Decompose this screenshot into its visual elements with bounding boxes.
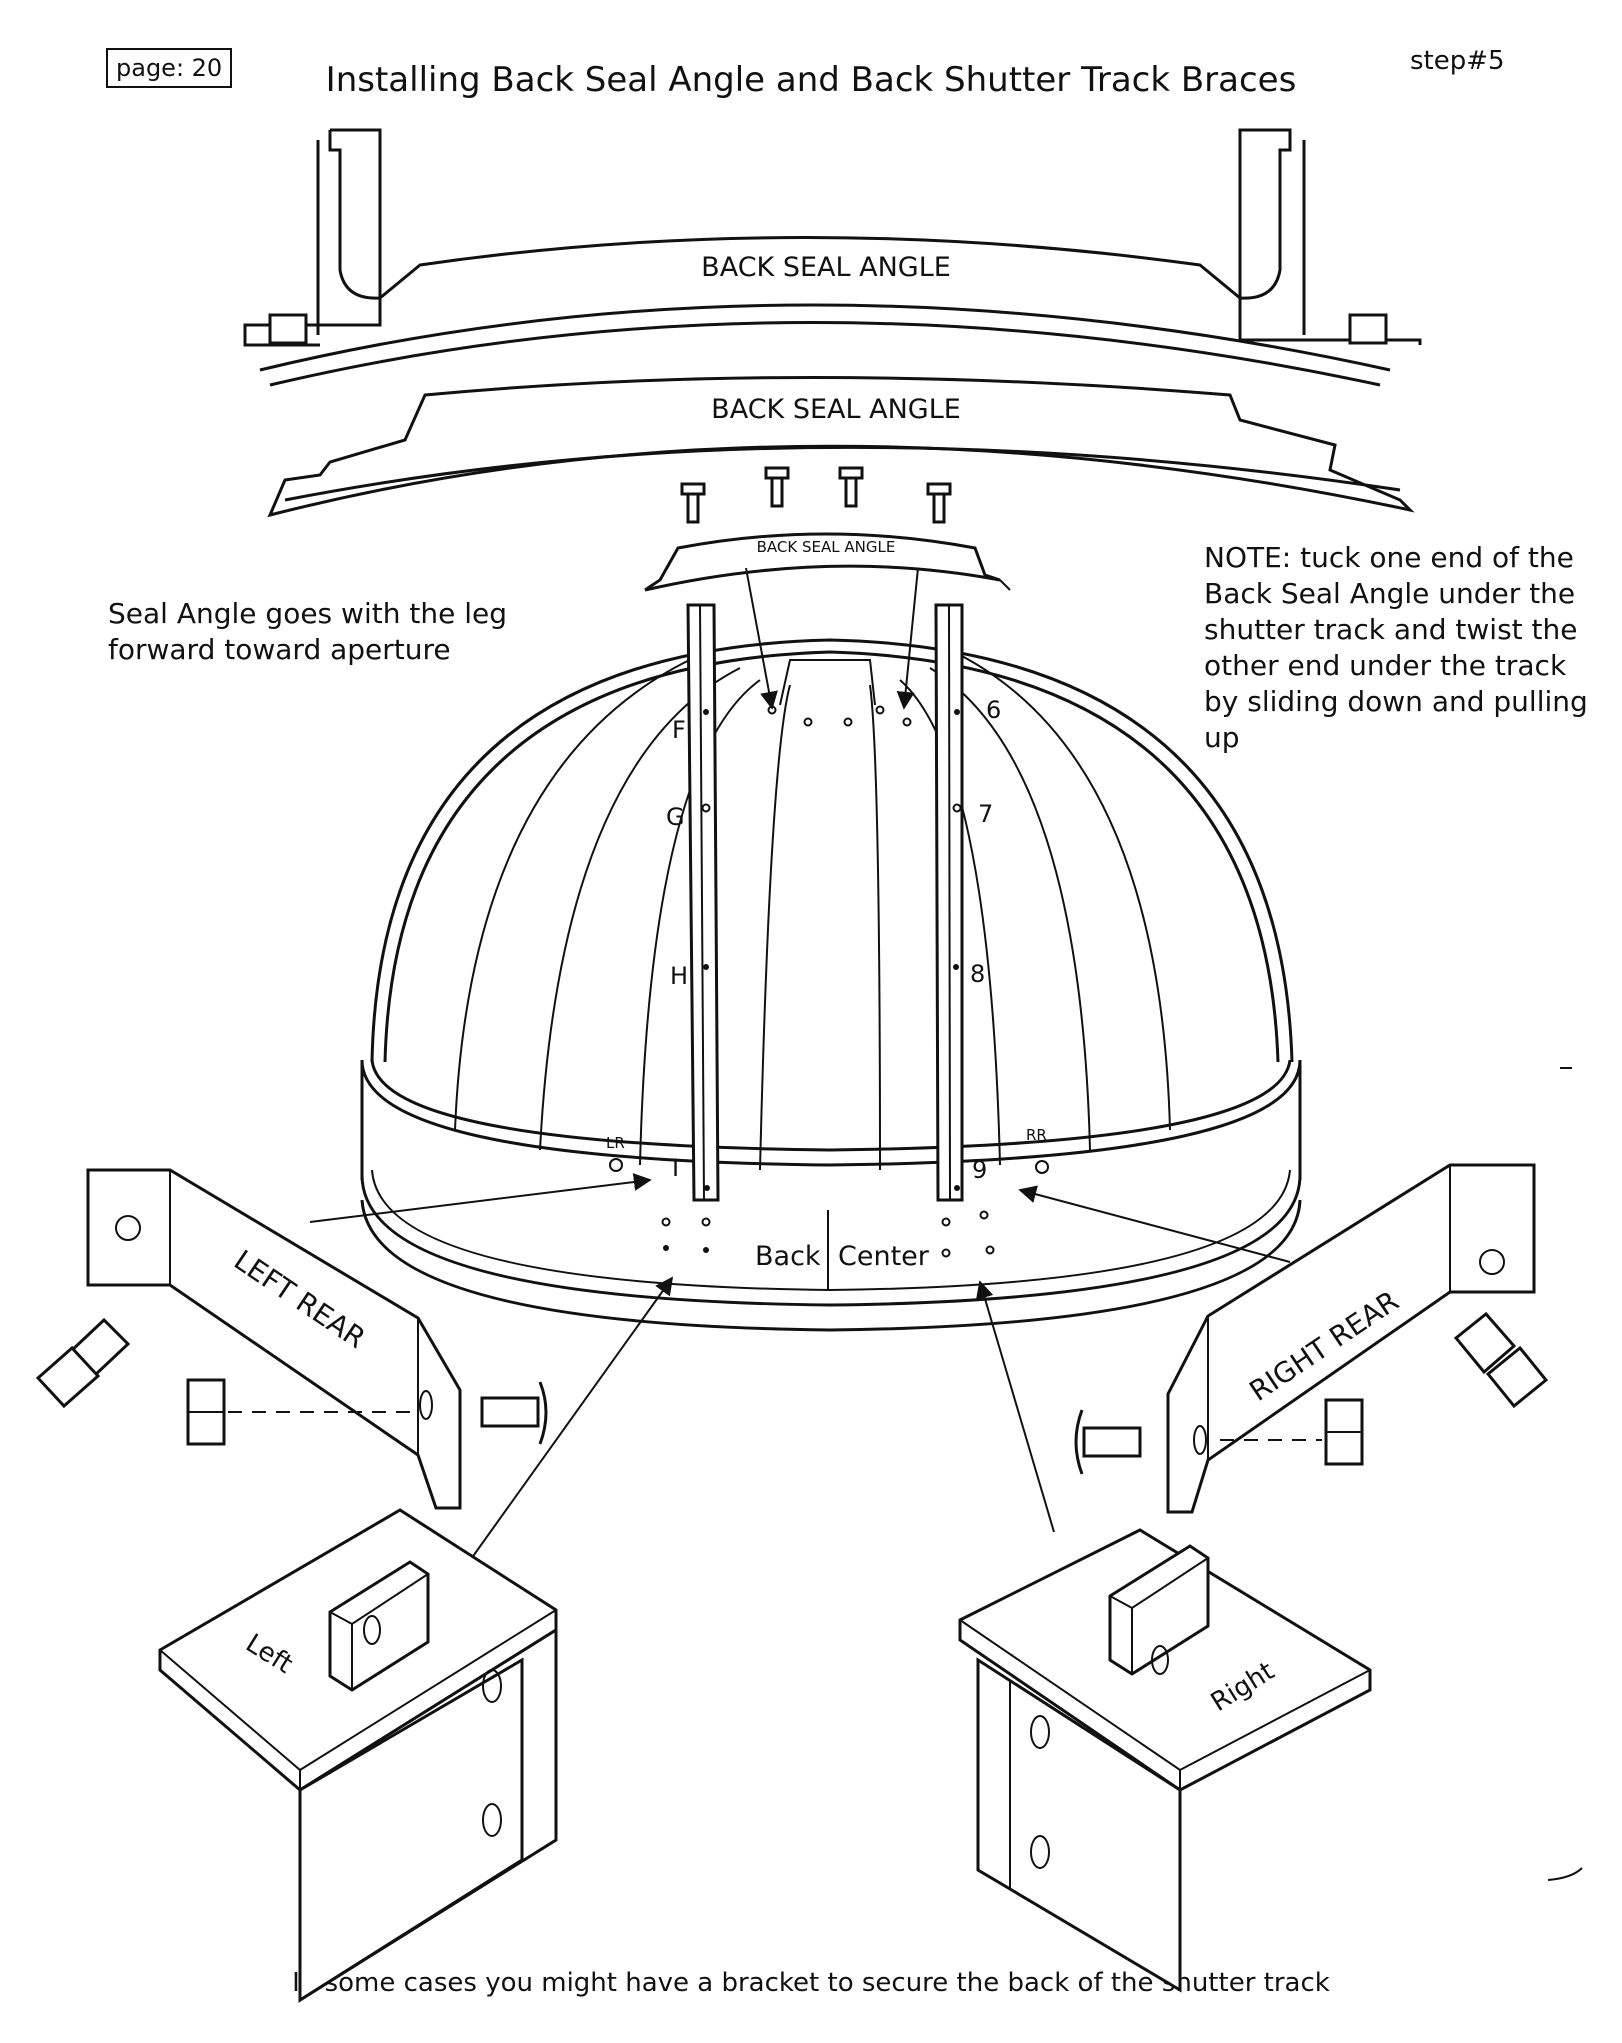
label-back-seal-angle-small: BACK SEAL ANGLE — [757, 538, 896, 556]
right-bracket: Right — [958, 1528, 1372, 1993]
left-bracket: Left — [158, 1508, 558, 2003]
base-holes — [609, 1158, 1049, 1258]
shutter-track-right: 6 7 8 9 — [934, 603, 1001, 1202]
label-center: Center — [838, 1241, 930, 1272]
page-number: page: 20 — [106, 48, 233, 88]
page-title: Installing Back Seal Angle and Back Shut… — [325, 60, 1297, 100]
shutter-track-left: F G H I — [666, 603, 720, 1202]
arrows — [309, 567, 1291, 1581]
track-label-9: 9 — [972, 1156, 987, 1184]
bolts-group — [680, 466, 952, 524]
track-label-f: F — [672, 716, 686, 744]
bolt-1 — [680, 482, 706, 524]
bolt-4 — [926, 482, 952, 524]
bolt-2 — [764, 466, 790, 508]
track-label-i: I — [672, 1154, 679, 1182]
label-lr: LR — [606, 1134, 625, 1152]
step-label: step#5 — [1410, 46, 1505, 76]
seal-angle-note: Seal Angle goes with the leg forward tow… — [108, 597, 507, 666]
track-label-h: H — [670, 962, 688, 990]
label-rr: RR — [1026, 1126, 1047, 1144]
bolt-3 — [838, 466, 864, 508]
track-label-7: 7 — [978, 800, 993, 828]
label-back: Back — [755, 1241, 821, 1272]
left-rear-brace: LEFT REAR — [35, 1168, 548, 1510]
back-seal-angle-top: BACK SEAL ANGLE — [243, 128, 1422, 387]
label-back-seal-angle-middle: BACK SEAL ANGLE — [711, 394, 961, 425]
tuck-note: NOTE: tuck one end of the Back Seal Angl… — [1204, 541, 1588, 754]
back-seal-angle-small: BACK SEAL ANGLE — [644, 532, 1011, 592]
track-label-6: 6 — [986, 696, 1001, 724]
dome: Back Center LR RR — [360, 638, 1302, 1332]
track-label-8: 8 — [970, 960, 985, 988]
back-seal-angle-middle: BACK SEAL ANGLE — [267, 376, 1415, 518]
label-back-seal-angle-top: BACK SEAL ANGLE — [701, 252, 951, 283]
right-rear-brace: RIGHT REAR — [1074, 1163, 1549, 1514]
track-label-g: G — [666, 803, 685, 831]
